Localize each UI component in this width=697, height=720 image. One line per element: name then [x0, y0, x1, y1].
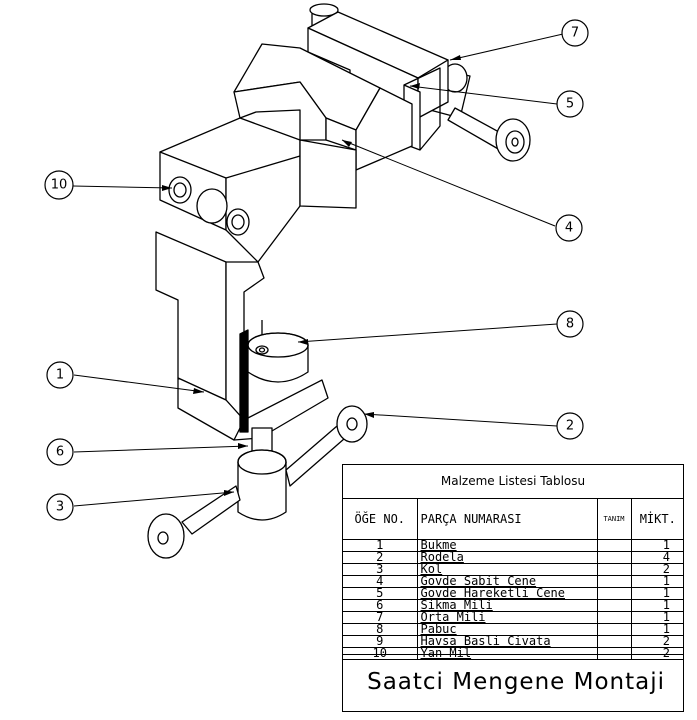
part-name-cell: Bukme	[416, 539, 597, 552]
description-cell	[596, 539, 631, 552]
quantity-cell: 1	[630, 539, 684, 552]
assembly-title: Saatci Mengene Montaji	[367, 669, 665, 695]
part-name-cell: Govde Sabit Cene	[416, 575, 597, 588]
quantity-cell: 1	[630, 587, 684, 600]
part-kol	[147, 405, 368, 559]
callout-label: 8	[566, 317, 574, 332]
quantity-cell: 4	[630, 551, 684, 564]
callout-label: 2	[566, 419, 574, 434]
part-bukme	[155, 231, 329, 441]
header-part-number: PARÇA NUMARASI	[416, 498, 597, 540]
leader-lines	[72, 33, 564, 507]
item-no-cell: 8	[343, 623, 417, 636]
item-no-cell: 3	[343, 563, 417, 576]
bom-header-row: ÖĞE NO. PARÇA NUMARASI TANIM MİKT.	[343, 498, 684, 540]
callout-5-balloon	[556, 90, 584, 118]
description-cell	[596, 635, 631, 648]
callout-label: 1	[56, 368, 64, 383]
bill-of-materials: Malzeme Listesi Tablosu ÖĞE NO. PARÇA NU…	[342, 464, 684, 712]
description-cell	[596, 551, 631, 564]
header-item-no: ÖĞE NO.	[343, 498, 417, 540]
callout-label: 4	[565, 221, 573, 236]
callout-label: 3	[56, 500, 64, 515]
quantity-cell: 2	[630, 647, 684, 660]
quantity-cell: 1	[630, 599, 684, 612]
item-no-cell: 1	[343, 539, 417, 552]
quantity-cell: 2	[630, 563, 684, 576]
part-name-cell: Sikma Mili	[416, 599, 597, 612]
part-name-cell: Orta Mili	[416, 611, 597, 624]
callout-1-balloon	[46, 361, 74, 389]
callout-2-balloon	[556, 412, 584, 440]
part-name-cell: Rodela	[416, 551, 597, 564]
item-no-cell: 5	[343, 587, 417, 600]
description-cell	[596, 647, 631, 660]
leader-arrowheads	[162, 55, 461, 496]
description-cell	[596, 575, 631, 588]
part-name-cell: Kol	[416, 563, 597, 576]
callout-label: 10	[51, 178, 68, 193]
callout-label: 7	[571, 26, 579, 41]
item-no-cell: 2	[343, 551, 417, 564]
assembly-title-block: Saatci Mengene Montaji	[343, 654, 683, 713]
description-cell	[596, 623, 631, 636]
part-name-cell: Havsa Basli Civata	[416, 635, 597, 648]
callout-3-balloon	[46, 493, 74, 521]
item-no-cell: 6	[343, 599, 417, 612]
quantity-cell: 1	[630, 623, 684, 636]
description-cell	[596, 563, 631, 576]
quantity-cell: 1	[630, 611, 684, 624]
part-name-cell: Yan Mil	[416, 647, 597, 660]
callout-8-balloon	[556, 310, 584, 338]
header-description: TANIM	[596, 498, 631, 540]
part-pabuc	[247, 320, 309, 383]
description-cell	[596, 611, 631, 624]
part-sikma-mili	[237, 427, 287, 521]
callout-6-balloon	[46, 438, 74, 466]
callout-label: 6	[56, 445, 64, 460]
quantity-cell: 2	[630, 635, 684, 648]
callout-10-balloon	[44, 170, 74, 200]
callout-7-balloon	[561, 19, 589, 47]
part-sabit-cene	[159, 43, 413, 263]
callout-label: 5	[566, 97, 574, 112]
part-name-cell: Govde Hareketli Cene	[416, 587, 597, 600]
description-cell	[596, 599, 631, 612]
item-no-cell: 10	[343, 647, 417, 660]
item-no-cell: 4	[343, 575, 417, 588]
header-quantity: MİKT.	[630, 498, 684, 540]
quantity-cell: 1	[630, 575, 684, 588]
part-name-cell: Pabuc	[416, 623, 597, 636]
item-no-cell: 9	[343, 635, 417, 648]
item-no-cell: 7	[343, 611, 417, 624]
description-cell	[596, 587, 631, 600]
callout-4-balloon	[555, 214, 583, 242]
bom-title: Malzeme Listesi Tablosu	[343, 465, 683, 499]
